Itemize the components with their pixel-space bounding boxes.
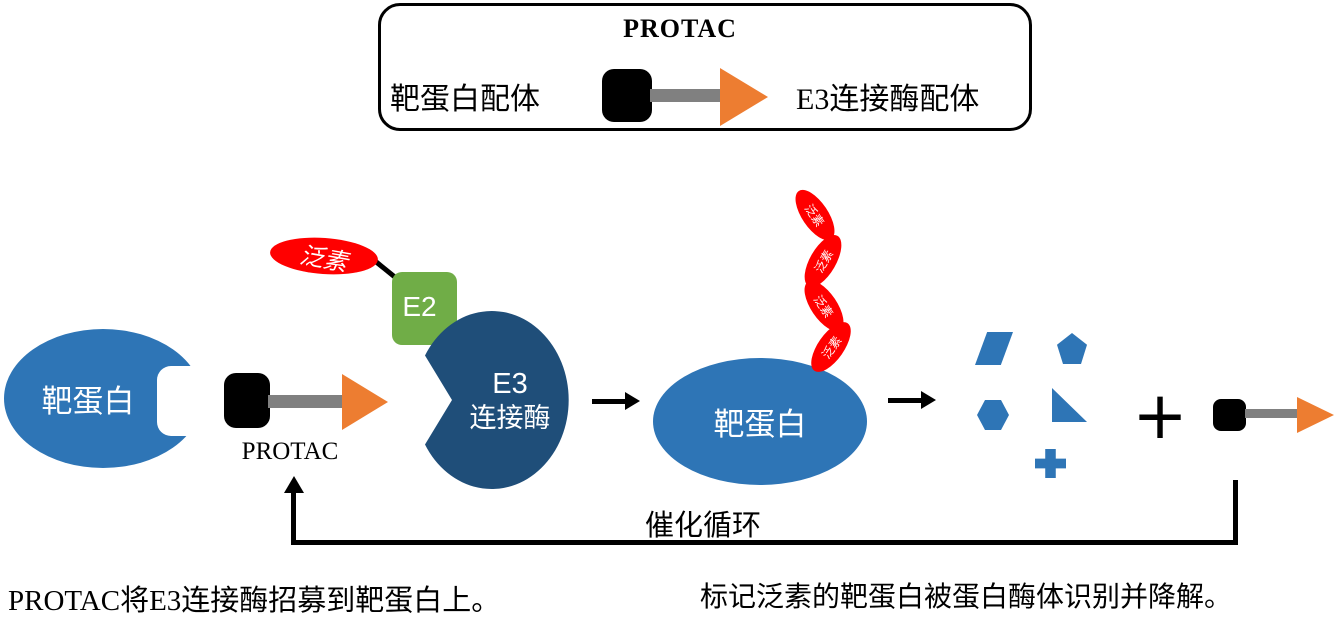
ubiquitin-chain-label: 泛素 [811, 292, 837, 321]
free-ubiquitin-shape: 泛素 [268, 234, 380, 278]
target-protein-label: 靶蛋白 [41, 384, 135, 419]
catalytic-cycle-label: 催化循环 [645, 510, 762, 542]
fragment-cross [1035, 449, 1066, 478]
legend-target-ligand-label: 靶蛋白配体 [390, 83, 540, 116]
caption-left: PROTAC将E3连接酶招募到靶蛋白上。 [8, 585, 501, 617]
recycle-loop-arrowhead-icon [284, 476, 304, 493]
plus-sign: + [1132, 377, 1188, 454]
fragment-hexagon [977, 400, 1009, 430]
step-arrow-2-head-icon [921, 391, 936, 409]
step-arrow-2-line [888, 398, 922, 403]
e3-ligase-pacman-path [425, 311, 569, 489]
legend-e3-ligand-icon [720, 68, 768, 126]
fragment-parallelogram [975, 332, 1013, 365]
e3-ligase-label: E3 连接酶 [442, 366, 578, 436]
legend-title: PROTAC [623, 14, 737, 43]
recycled-protac-target-ligand-icon [1213, 399, 1246, 431]
recycled-protac-linker-icon [1245, 409, 1298, 418]
ubiquitin-chain-label: 泛素 [802, 201, 828, 230]
recycle-loop-right-segment [1233, 480, 1238, 545]
protac-target-ligand-icon [224, 373, 270, 428]
tagged-target-protein-label: 靶蛋白 [713, 407, 807, 442]
protac-e3-ligand-icon [342, 374, 388, 430]
caption-right: 标记泛素的靶蛋白被蛋白酶体识别并降解。 [700, 582, 1233, 613]
legend-box [378, 3, 1032, 131]
recycle-loop-bottom-segment [291, 540, 1238, 545]
ubiquitin-chain-label: 泛素 [811, 247, 836, 276]
step-arrow-1-line [592, 399, 626, 404]
e3-ligase-shape [425, 311, 569, 489]
e2-label: E2 [402, 290, 437, 322]
e3-ligase-label-line1: E3 [492, 368, 528, 400]
free-ubiquitin-label: 泛素 [297, 242, 350, 277]
legend-linker-icon [650, 89, 722, 102]
legend-e3-ligand-label: E3连接酶配体 [796, 83, 980, 116]
legend-target-ligand-icon [602, 69, 652, 122]
tagged-target-protein-shape: 靶蛋白 [653, 358, 867, 485]
recycled-protac-e3-ligand-icon [1297, 397, 1334, 433]
protac-label: PROTAC [241, 438, 339, 465]
ubiquitin-chain-label: 泛素 [818, 333, 845, 362]
protac-linker-icon [268, 395, 344, 408]
recycle-loop-left-segment [291, 491, 296, 543]
binding-pocket-notch [157, 366, 209, 436]
step-arrow-1-head-icon [625, 392, 640, 410]
e3-ligase-label-line2: 连接酶 [469, 403, 551, 434]
fragment-triangle [1052, 388, 1087, 422]
fragment-pentagon [1057, 333, 1087, 364]
